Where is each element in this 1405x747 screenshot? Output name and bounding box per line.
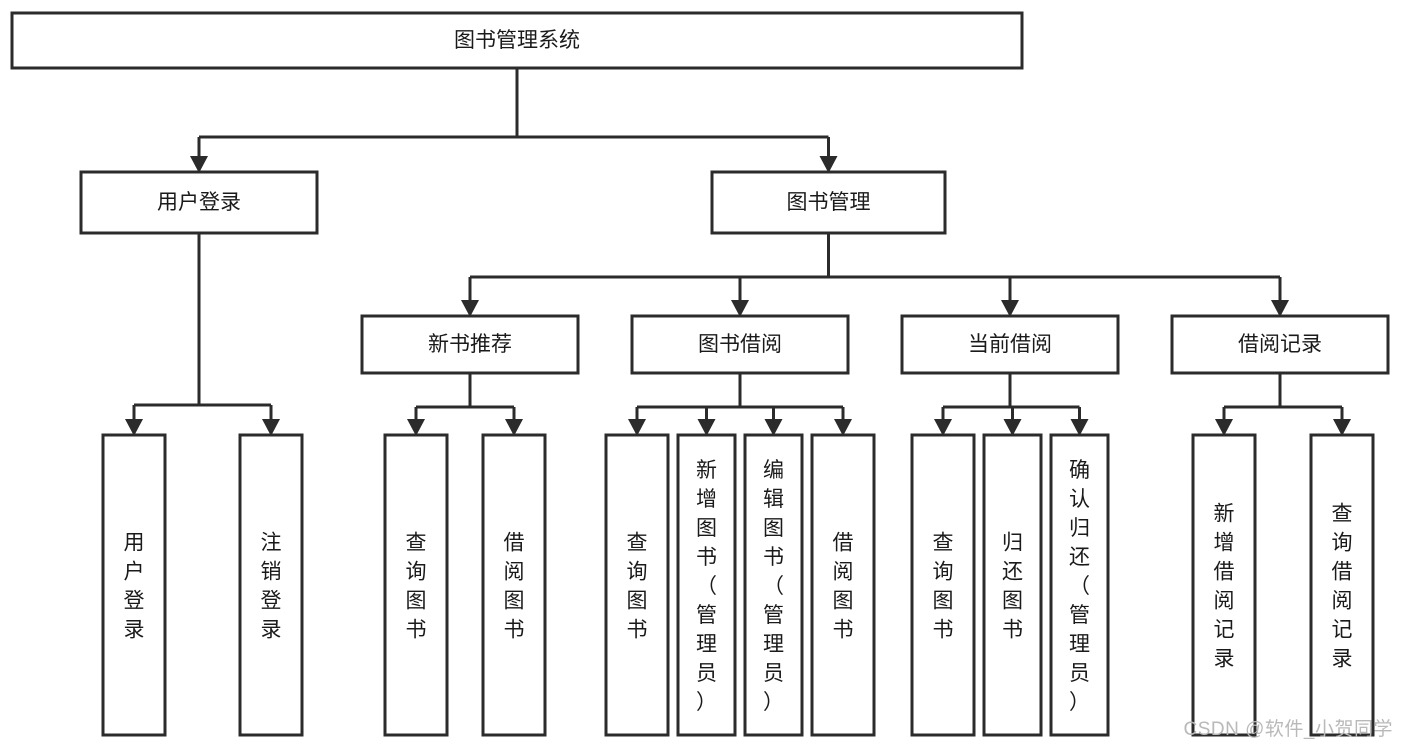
node-box-leaf-borrow-book-2 (810, 433, 876, 737)
node-borrow-record[interactable]: 借阅记录 (1170, 314, 1390, 375)
arrow-head-icon (934, 419, 952, 436)
node-label-leaf-add-borrow-record: 新增借阅记录 (1214, 503, 1235, 671)
node-label-leaf-edit-book-admin: 编辑图书（管理员） (763, 459, 784, 714)
node-label-book-manage: 图书管理 (787, 191, 871, 214)
arrow-head-icon (1003, 419, 1022, 436)
node-box-leaf-add-borrow-record (1191, 433, 1257, 737)
node-box-leaf-edit-book-admin (743, 433, 804, 737)
node-book-manage[interactable]: 图书管理 (710, 170, 947, 235)
arrow-head-icon (764, 419, 783, 436)
node-box-leaf-confirm-return-admin (1049, 433, 1110, 737)
node-label-book-borrow: 图书借阅 (698, 333, 782, 356)
node-leaf-query-book-3[interactable]: 查询图书 (910, 433, 976, 737)
node-label-leaf-add-book-admin: 新增图书（管理员） (696, 459, 717, 714)
node-label-user-login: 用户登录 (157, 191, 241, 214)
node-root[interactable]: 图书管理系统 (10, 11, 1024, 70)
arrow-head-icon (1001, 300, 1019, 317)
arrow-head-icon (1333, 419, 1351, 436)
node-label-leaf-confirm-return-admin: 确认归还（管理员） (1069, 459, 1090, 714)
arrow-head-icon (407, 419, 425, 436)
arrow-head-icon (1070, 419, 1089, 436)
node-box-user-login (79, 170, 319, 235)
node-leaf-return-book[interactable]: 归还图书 (982, 433, 1043, 737)
node-label-leaf-query-book-2: 查询图书 (627, 532, 648, 642)
node-leaf-add-borrow-record[interactable]: 新增借阅记录 (1191, 433, 1257, 737)
node-label-leaf-borrow-book-2: 借阅图书 (833, 532, 854, 642)
node-leaf-user-logout[interactable]: 注销登录 (238, 433, 304, 737)
node-leaf-edit-book-admin[interactable]: 编辑图书（管理员） (743, 433, 804, 737)
node-box-book-borrow (630, 314, 850, 375)
node-leaf-borrow-book-1[interactable]: 借阅图书 (481, 433, 547, 737)
arrow-head-icon (461, 300, 479, 317)
arrow-head-icon (697, 419, 716, 436)
arrow-head-icon (125, 419, 143, 436)
arrow-head-icon (1271, 300, 1289, 317)
node-leaf-borrow-book-2[interactable]: 借阅图书 (810, 433, 876, 737)
node-box-leaf-query-book-1 (383, 433, 449, 737)
node-new-book-recommend[interactable]: 新书推荐 (360, 314, 580, 375)
node-leaf-confirm-return-admin[interactable]: 确认归还（管理员） (1049, 433, 1110, 737)
node-book-borrow[interactable]: 图书借阅 (630, 314, 850, 375)
node-box-leaf-user-login (101, 433, 167, 737)
watermark-text: CSDN @软件_小贺同学 (1183, 719, 1393, 740)
node-label-leaf-query-book-1: 查询图书 (406, 532, 427, 642)
node-label-leaf-user-login: 用户登录 (124, 532, 145, 642)
node-box-leaf-return-book (982, 433, 1043, 737)
node-label-leaf-query-book-3: 查询图书 (933, 532, 954, 642)
arrow-head-icon (190, 156, 208, 173)
node-label-leaf-query-borrow-record: 查询借阅记录 (1332, 503, 1353, 671)
node-box-book-manage (710, 170, 947, 235)
node-label-borrow-record: 借阅记录 (1238, 333, 1322, 356)
arrow-head-icon (262, 419, 280, 436)
node-box-leaf-add-book-admin (676, 433, 737, 737)
node-leaf-add-book-admin[interactable]: 新增图书（管理员） (676, 433, 737, 737)
node-label-leaf-borrow-book-1: 借阅图书 (504, 532, 525, 642)
node-box-leaf-borrow-book-1 (481, 433, 547, 737)
nodes-layer: 图书管理系统用户登录图书管理新书推荐图书借阅当前借阅借阅记录用户登录注销登录查询… (10, 11, 1390, 737)
node-label-root: 图书管理系统 (454, 29, 580, 52)
node-label-leaf-user-logout: 注销登录 (261, 532, 282, 642)
node-label-leaf-return-book: 归还图书 (1002, 532, 1023, 642)
node-box-leaf-query-book-3 (910, 433, 976, 737)
node-box-borrow-record (1170, 314, 1390, 375)
node-label-current-borrow: 当前借阅 (968, 333, 1052, 356)
node-label-new-book-recommend: 新书推荐 (428, 333, 512, 356)
node-leaf-user-login[interactable]: 用户登录 (101, 433, 167, 737)
arrow-head-icon (731, 300, 749, 317)
arrow-head-icon (628, 419, 646, 436)
arrow-head-icon (819, 156, 838, 173)
node-box-root (10, 11, 1024, 70)
node-box-leaf-user-logout (238, 433, 304, 737)
arrow-head-icon (1215, 419, 1233, 436)
arrow-head-icon (505, 419, 523, 436)
node-leaf-query-borrow-record[interactable]: 查询借阅记录 (1309, 433, 1375, 737)
arrow-head-icon (834, 419, 852, 436)
node-box-new-book-recommend (360, 314, 580, 375)
node-leaf-query-book-1[interactable]: 查询图书 (383, 433, 449, 737)
node-user-login[interactable]: 用户登录 (79, 170, 319, 235)
node-box-leaf-query-book-2 (604, 433, 670, 737)
node-box-leaf-query-borrow-record (1309, 433, 1375, 737)
node-current-borrow[interactable]: 当前借阅 (900, 314, 1120, 375)
node-leaf-query-book-2[interactable]: 查询图书 (604, 433, 670, 737)
connectors-layer (125, 68, 1351, 436)
node-box-current-borrow (900, 314, 1120, 375)
